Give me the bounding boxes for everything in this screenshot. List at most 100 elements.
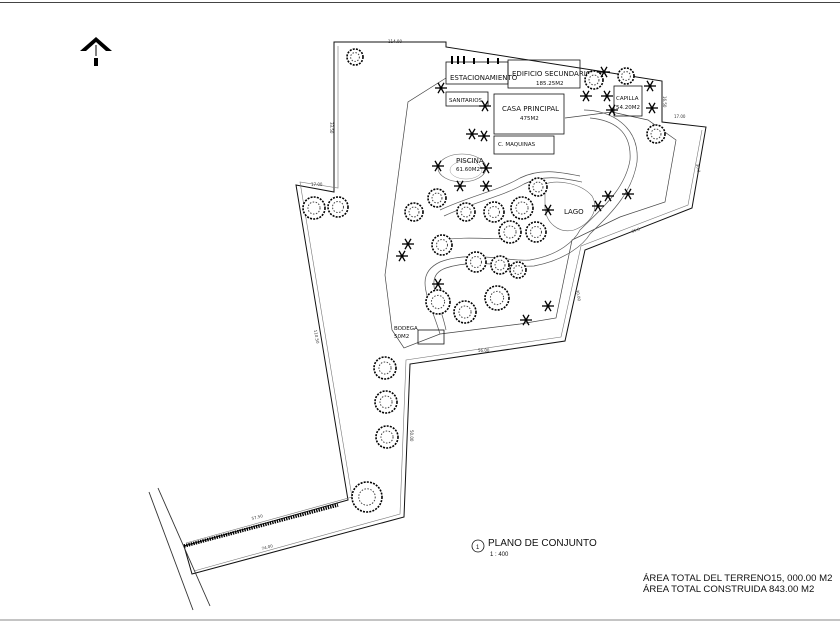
- tree-icon: [484, 285, 510, 311]
- tree-icon: [431, 234, 453, 256]
- label-cuarto-maquinas: C. MAQUINAS: [498, 142, 536, 148]
- label-capilla: CAPILLA: [616, 96, 639, 102]
- palm-icon: [602, 190, 614, 202]
- label-casa-principal-area: 475M2: [520, 116, 539, 122]
- palm-icon: [435, 82, 447, 94]
- cuarto-maquinas-block: [493, 135, 555, 155]
- dim-right-short: 16.50: [662, 96, 667, 108]
- round-trees: [302, 48, 666, 513]
- tree-icon: [373, 356, 397, 380]
- dim-left-step: 17.00: [311, 182, 323, 187]
- label-casa-principal: CASA PRINCIPAL: [502, 105, 559, 113]
- tree-icon: [456, 202, 476, 222]
- palm-icon: [542, 300, 554, 312]
- north-arrow-icon: [80, 37, 112, 66]
- palm-icon: [598, 66, 610, 78]
- tree-icon: [327, 196, 349, 218]
- drawing-number: 1: [476, 545, 480, 551]
- label-edificio-secundario: EDIFICIO SECUNDARIO: [512, 70, 592, 78]
- tree-icon: [646, 124, 666, 144]
- palm-trees: [396, 66, 658, 326]
- tree-icon: [425, 289, 451, 315]
- bodega-block: [417, 329, 445, 345]
- tree-icon: [302, 196, 326, 220]
- capilla-block: [613, 85, 643, 117]
- tree-icon: [490, 255, 510, 275]
- parking-stalls: [451, 56, 499, 64]
- dim-right-top: 17.00: [674, 114, 686, 119]
- tree-icon: [346, 48, 364, 66]
- dim-inner-vertical: 50.00: [409, 430, 414, 442]
- palm-icon: [466, 128, 478, 140]
- total-terreno: ÁREA TOTAL DEL TERRENO15, 000.00 M2: [643, 573, 833, 584]
- property-boundary-offset: [185, 46, 703, 572]
- lake: [544, 181, 596, 232]
- tree-icon: [509, 261, 527, 279]
- property-boundary: [183, 41, 707, 575]
- dim-left-long: 110.50: [313, 329, 320, 344]
- palm-icon: [622, 188, 634, 200]
- dim-left-upper: 33.50: [329, 122, 334, 134]
- tree-icon: [617, 67, 635, 85]
- palm-icon: [520, 314, 532, 326]
- pool-inner: [449, 160, 483, 180]
- palm-icon: [606, 104, 618, 116]
- tree-icon: [404, 202, 424, 222]
- tree-icon: [427, 188, 447, 208]
- palm-icon: [480, 180, 492, 192]
- hedge-row: [183, 503, 339, 548]
- tree-icon: [375, 425, 399, 449]
- label-sanitarios: SANITARIOS: [449, 98, 483, 104]
- casa-principal-block: [493, 93, 565, 135]
- palm-icon: [402, 238, 414, 250]
- tree-icon: [528, 177, 548, 197]
- palm-icon: [432, 160, 444, 172]
- palm-icon: [580, 90, 592, 102]
- edificio-secundario-block: [507, 59, 581, 89]
- label-lago: LAGO: [564, 208, 584, 216]
- tree-icon: [483, 201, 505, 223]
- label-edificio-secundario-area: 185.25M2: [536, 81, 564, 87]
- palm-icon: [644, 80, 656, 92]
- palm-icon: [432, 278, 444, 290]
- dim-right-mid: 35.5: [631, 226, 642, 234]
- palm-icon: [454, 180, 466, 192]
- dim-bottom-outer: 74.00: [261, 543, 274, 551]
- tree-icon: [453, 300, 477, 324]
- dim-right-diag: 30.2: [695, 163, 702, 173]
- tree-icon: [465, 251, 487, 273]
- dim-bottom-step: 56.00: [478, 348, 490, 353]
- dim-top: 114.00: [388, 39, 402, 44]
- drawing-number-circle: [471, 539, 485, 553]
- palm-icon: [601, 90, 613, 102]
- dim-right-low: 30.00: [575, 289, 582, 302]
- label-piscina: PISCINA: [456, 157, 484, 165]
- drawing-scale: 1 : 400: [490, 552, 509, 558]
- palm-icon: [646, 102, 658, 114]
- palm-icon: [478, 130, 490, 142]
- label-capilla-area: 54.20M2: [616, 105, 640, 111]
- label-bodega-area: 50M2: [394, 334, 409, 340]
- sanitarios-block: [445, 91, 489, 107]
- tree-icon: [584, 70, 604, 90]
- tree-icon: [498, 220, 522, 244]
- road-edge: [148, 487, 211, 611]
- dim-bottom-inner: 57.50: [251, 513, 264, 521]
- palm-icon: [542, 204, 554, 216]
- palm-icon: [396, 250, 408, 262]
- buildings: [417, 59, 643, 345]
- label-bodega: BODEGA: [394, 326, 418, 332]
- palm-icon: [479, 100, 491, 112]
- label-estacionamiento: ESTACIONAMIENTO: [450, 74, 518, 82]
- palm-icon: [592, 200, 604, 212]
- label-piscina-area: 61.60M2: [456, 167, 480, 173]
- total-construida: ÁREA TOTAL CONSTRUIDA 843.00 M2: [643, 583, 815, 595]
- tree-icon: [351, 481, 383, 513]
- tree-icon: [374, 390, 398, 414]
- tree-icon: [525, 221, 547, 243]
- area-totals: ÁREA TOTAL DEL TERRENO15, 000.00 M2 ÁREA…: [643, 573, 833, 595]
- tree-icon: [510, 196, 534, 220]
- palm-icon: [480, 162, 492, 174]
- drawing-title: PLANO DE CONJUNTO: [488, 538, 597, 549]
